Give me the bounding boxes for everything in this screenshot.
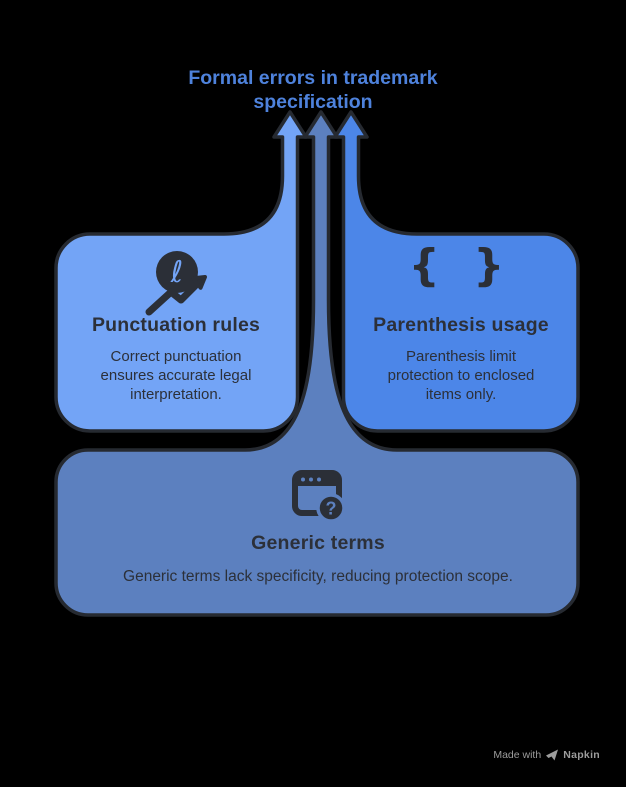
node-title-punctuation-rules: Punctuation rules	[91, 314, 261, 336]
made-with-label: Made with	[493, 749, 542, 761]
node-description-generic-terms: Generic terms lack specificity, reducing…	[123, 568, 513, 585]
curly-braces-icon: { }	[408, 240, 514, 291]
slashed-letter-glyph: ℓ	[170, 255, 183, 290]
napkin-watermark[interactable]: Made with Napkin	[493, 749, 600, 761]
node-parenthesis-usage-shape	[333, 110, 580, 433]
node-title-parenthesis-usage: Parenthesis usage	[373, 314, 549, 336]
node-generic-terms-shape	[54, 110, 580, 617]
diagram-title: Formal errors in trademark specification	[188, 67, 438, 113]
napkin-plane-icon	[546, 749, 559, 761]
napkin-brand-label: Napkin	[563, 749, 600, 761]
question-mark-glyph: ?	[326, 499, 337, 519]
node-description-punctuation-rules: Correct punctuation ensures accurate leg…	[100, 348, 252, 403]
browser-question-icon: ?	[292, 470, 346, 523]
slashed-letter-trend-arrow-icon: ℓ	[145, 251, 207, 316]
node-title-generic-terms: Generic terms	[251, 532, 385, 554]
node-description-parenthesis-usage: Parenthesis limit protection to enclosed…	[387, 348, 535, 403]
